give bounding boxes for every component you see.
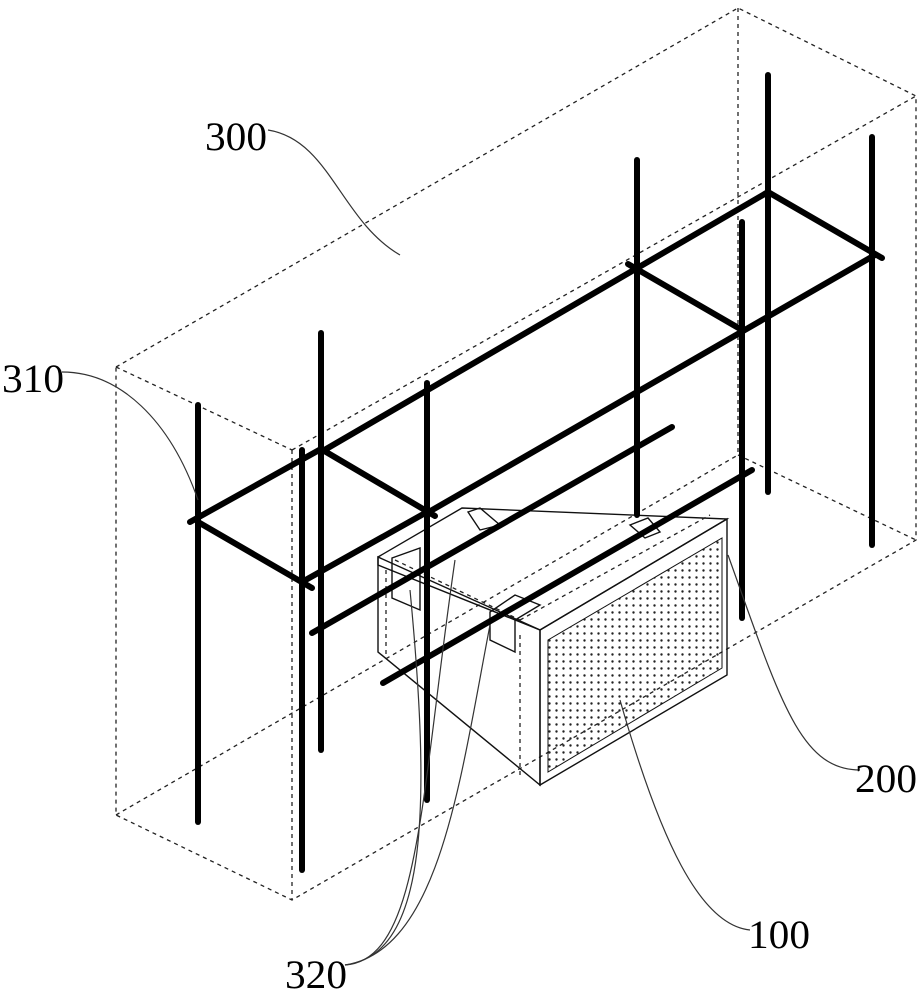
label-310: 310 (2, 356, 64, 401)
label-300: 300 (205, 114, 267, 159)
label-100: 100 (748, 912, 810, 957)
housing-unit (378, 508, 727, 785)
scaffold-frame (190, 75, 882, 870)
label-320: 320 (285, 952, 347, 997)
label-200: 200 (855, 756, 917, 801)
